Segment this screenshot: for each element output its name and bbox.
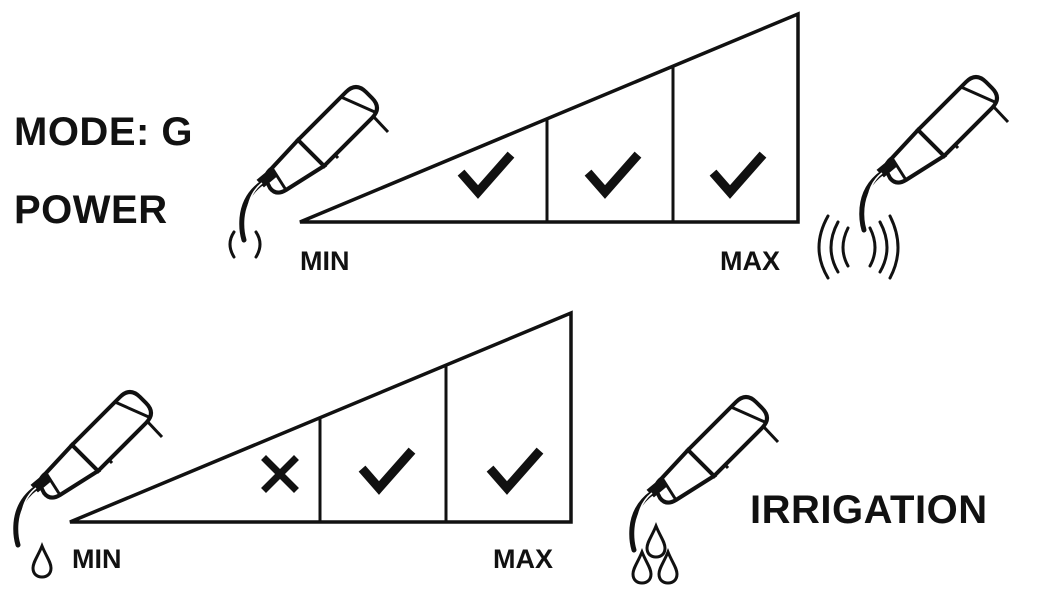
power-triangle-scale [299,11,800,224]
handpiece-high-vibration-icon [817,77,1008,280]
power-step-check-icon-1 [464,158,508,192]
mode-label: MODE: G [14,110,194,154]
power-step-marks [464,158,760,192]
irrigation-title: IRRIGATION [750,488,988,532]
irrigation-triangle-scale [69,310,573,524]
power-step-check-icon-3 [716,158,760,192]
irrigation-step-check-icon-2 [365,454,409,488]
irrigation-step-marks [266,454,537,488]
power-step-check-icon-2 [591,158,635,192]
irrigation-step-cross-icon-1 [266,460,294,488]
irrigation-max-label: MAX [493,544,553,574]
handpiece-many-drops-icon [632,397,778,585]
irrigation-min-label: MIN [72,544,122,574]
handpiece-low-vibration-icon [228,87,388,259]
irrigation-step-check-icon-3 [493,454,537,488]
power-min-label: MIN [300,246,350,276]
handpiece-single-drop-icon [16,392,162,579]
power-max-label: MAX [720,246,780,276]
power-title: POWER [14,188,168,232]
